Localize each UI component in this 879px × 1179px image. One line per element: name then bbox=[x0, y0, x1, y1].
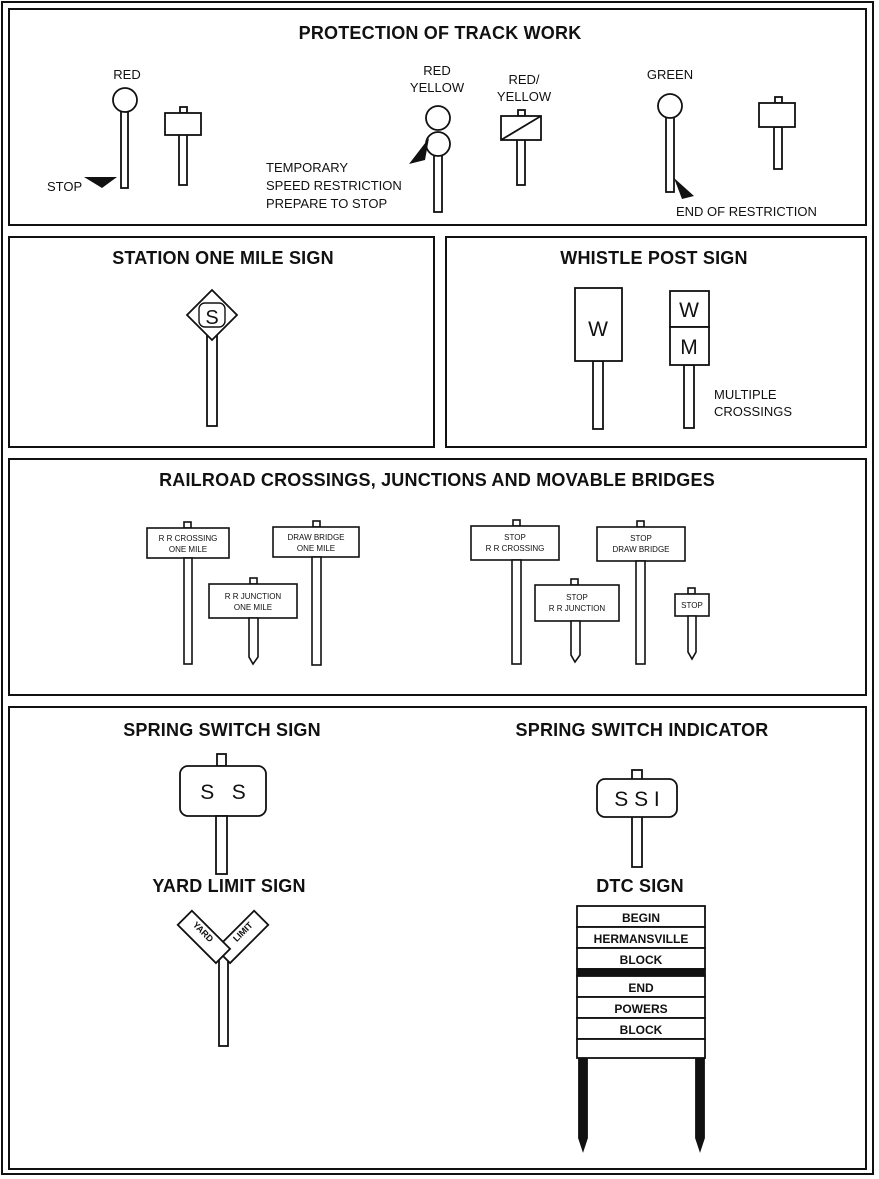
dtc-board-text-5: POWERS bbox=[614, 1002, 667, 1016]
yard-sign-post bbox=[219, 956, 228, 1046]
dtc-board-text-1: BEGIN bbox=[622, 911, 660, 925]
dtc-right-post bbox=[696, 1058, 704, 1150]
ss-sign-text: S S bbox=[200, 781, 246, 804]
dtc-board-text-2: HERMANSVILLE bbox=[594, 932, 689, 946]
dtc-board-text-3: BLOCK bbox=[620, 953, 663, 967]
dtc-board-text-4: END bbox=[628, 981, 654, 995]
ss-sign-post bbox=[216, 816, 227, 874]
ssi-sign-text: S S I bbox=[614, 788, 660, 811]
dtc-board-text-6: BLOCK bbox=[620, 1023, 663, 1037]
dtc-left-post bbox=[579, 1058, 587, 1150]
